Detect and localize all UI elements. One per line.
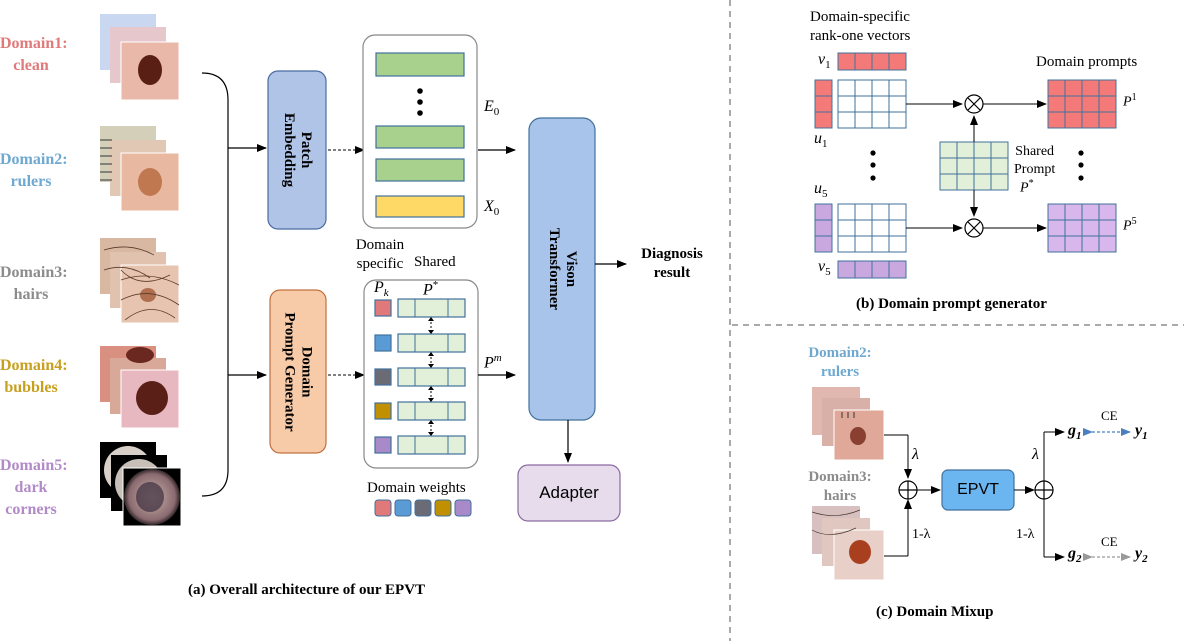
u1-vector [814, 79, 833, 129]
rank-one-title-line2: rank-one vectors [810, 28, 911, 44]
pm-label: Pm [484, 352, 502, 372]
one-minus-lambda-right: 1-λ [1016, 527, 1035, 542]
vit-box [528, 117, 596, 421]
domain1-images [100, 14, 180, 101]
domain1-line2: clean [13, 57, 49, 74]
pstar-label: P* [423, 279, 439, 299]
y2-label: y2 [1135, 545, 1148, 566]
domain5-line3: corners [5, 501, 57, 518]
ce-label-top: CE [1101, 408, 1118, 423]
prompt-generator-label: Domain Prompt Generator [270, 290, 326, 453]
g1-label: g1 [1068, 422, 1082, 443]
mix-domain2-images [812, 387, 885, 461]
prompt-rows [374, 299, 392, 454]
domain1-label: Domain1: clean [0, 33, 68, 77]
domain-weights [374, 499, 472, 517]
domain1-line1: Domain1: [0, 35, 68, 52]
domain5-line2: dark [14, 479, 48, 496]
lambda-right: λ [1032, 446, 1039, 463]
mix-domain2-line2: rulers [820, 364, 860, 380]
domain2-line1: Domain2: [0, 151, 68, 168]
one-minus-lambda-left: 1-λ [912, 527, 931, 542]
domain4-line1: Domain4: [0, 357, 68, 374]
domain-weights-label: Domain weights [367, 480, 466, 496]
shared-prompt-label: Shared Prompt [1014, 144, 1056, 177]
vit-text: Vison Transformer [546, 227, 580, 311]
prompt-generator-text: Domain Prompt Generator [282, 311, 315, 432]
rank-one-title: Domain-specific rank-one vectors [810, 8, 910, 46]
input-bracket [201, 72, 229, 497]
rank-one-title-line1: Domain-specific [810, 9, 910, 25]
mix-domain3-label: Domain3: hairs [800, 468, 880, 506]
domain1-grid [837, 79, 907, 129]
x0-label: X0 [484, 198, 500, 219]
domain-specific-label: Domain specific [355, 237, 405, 272]
vit-label: Vison Transformer [529, 118, 595, 420]
domain-prompts-label: Domain prompts [1036, 54, 1138, 70]
caption-a: (a) Overall architecture of our EPVT [188, 582, 426, 598]
adapter-box [517, 464, 621, 522]
patch-embedding-text: Patch Embedding [281, 112, 315, 188]
p5-grid [1047, 203, 1117, 253]
v1-label: v1 [818, 51, 831, 72]
domain3-line1: Domain3: [0, 264, 68, 281]
p1-grid [1047, 79, 1117, 129]
domain5-line1: Domain5: [0, 457, 68, 474]
caption-b: (b) Domain prompt generator [856, 296, 1047, 312]
domain2-line2: rulers [10, 173, 52, 190]
adapter-label: Adapter [539, 483, 599, 502]
domain3-label: Domain3: hairs [0, 262, 68, 306]
v1-vector [837, 52, 907, 71]
domain3-images [100, 238, 180, 324]
mix-domain3-images [811, 506, 885, 581]
shared-prompt-grid [939, 141, 1009, 191]
diagnosis-label: Diagnosis result [641, 246, 703, 281]
p1-label: P1 [1123, 92, 1137, 110]
mix-domain2-label: Domain2: rulers [800, 344, 880, 382]
epvt-label: EPVT [957, 481, 999, 498]
e0-label: E0 [484, 98, 500, 119]
domain5-label: Domain5: dark corners [0, 455, 68, 521]
domain5-grid [837, 203, 907, 253]
lambda-left: λ [912, 446, 919, 463]
shared-label: Shared [414, 254, 456, 270]
u1-label: u1 [814, 130, 828, 151]
u5-label: u5 [814, 180, 828, 201]
mix-domain3-line1: Domain3: [808, 469, 872, 485]
v5-vector [837, 260, 907, 279]
mix-domain3-line2: hairs [823, 488, 857, 504]
v5-label: v5 [818, 258, 831, 279]
patch-embedding-box [267, 70, 327, 230]
p5-label: P5 [1123, 216, 1137, 234]
caption-c: (c) Domain Mixup [876, 604, 994, 620]
g2-label: g2 [1068, 545, 1082, 566]
domain5-images [100, 442, 182, 527]
shared-pstar-label: P* [1020, 178, 1034, 196]
ce-label-bottom: CE [1101, 534, 1118, 549]
domain4-images [100, 346, 180, 429]
u5-vector [814, 203, 833, 253]
pk-label: Pk [374, 279, 389, 300]
domain2-images [100, 126, 180, 212]
prompt-generator-box [269, 289, 327, 454]
domain4-line2: bubbles [4, 379, 58, 396]
mix-domain2-line1: Domain2: [808, 345, 872, 361]
patch-embedding-label: Patch Embedding [268, 71, 326, 229]
domain4-label: Domain4: bubbles [0, 355, 68, 399]
domain2-label: Domain2: rulers [0, 149, 68, 193]
y1-label: y1 [1135, 422, 1148, 443]
domain3-line2: hairs [13, 286, 49, 303]
